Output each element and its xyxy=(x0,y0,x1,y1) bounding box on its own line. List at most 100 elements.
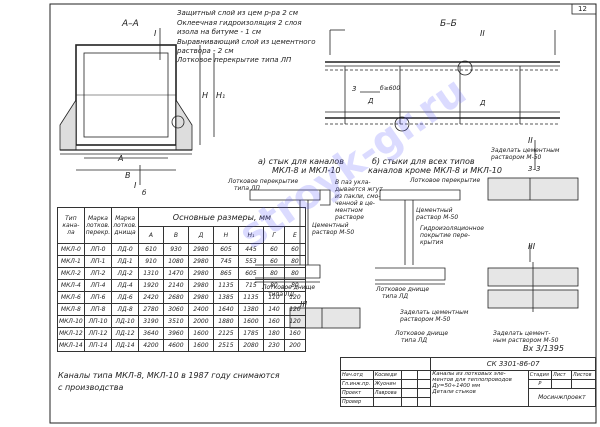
layer-label: Защитный слой из цем р-ра 2 см xyxy=(177,9,299,17)
table-cell: 1380 xyxy=(237,303,264,316)
callout-hydro: Гидроизоляционное xyxy=(420,225,484,232)
stage-value: Р xyxy=(527,379,552,389)
callout-insert: ченной в це- xyxy=(335,200,375,207)
table-cell: 1135 xyxy=(237,291,264,304)
table-cell: 745 xyxy=(212,255,239,268)
callout-insert: дывается жгут xyxy=(335,186,383,193)
dim-h1: Н₁ xyxy=(216,91,226,100)
callout-insert: ментном xyxy=(335,207,363,214)
table-cell: 2980 xyxy=(187,255,214,268)
table-cell: 120 xyxy=(283,315,306,328)
table-cell: 80 xyxy=(262,267,285,280)
table-header: В xyxy=(162,226,189,244)
table-cell: 3640 xyxy=(137,327,164,340)
table-cell: ЛД-1 xyxy=(111,255,139,268)
callout-cement-2: Цементный xyxy=(416,207,453,214)
sheet-header: Лист xyxy=(550,370,572,380)
role-label: Гл.инж.пр. xyxy=(340,379,374,389)
table-cell: 80 xyxy=(262,279,285,292)
table-cell: МКЛ-8 xyxy=(57,303,85,316)
table-cell: 605 xyxy=(237,267,264,280)
sheets-header: Листов xyxy=(570,370,597,380)
joint-a-subtitle: МКЛ-8 и МКЛ-10 xyxy=(272,166,341,175)
table-cell: 1640 xyxy=(212,303,239,316)
callout-hydro: покрытие пере- xyxy=(420,232,471,239)
callout-insert: В паз укла- xyxy=(335,179,371,186)
table-cell: ЛП-2 xyxy=(83,267,113,280)
section-bb-label: Б–Б xyxy=(440,19,457,29)
table-cell: ЛП-8 xyxy=(83,303,113,316)
table-cell: 2420 xyxy=(137,291,164,304)
table-cell: 2125 xyxy=(212,327,239,340)
table-cell: 1600 xyxy=(187,339,214,352)
layer-label: Лотковое перекрытие типа ЛП xyxy=(177,56,292,64)
table-cell: 4200 xyxy=(137,339,164,352)
section-iii-label: III xyxy=(528,242,536,251)
role-label: Провер xyxy=(340,397,374,407)
table-cell: 1880 xyxy=(212,315,239,328)
table-cell: ЛД-0 xyxy=(111,243,139,256)
table-header: Д xyxy=(187,226,214,244)
sheets-value xyxy=(570,379,597,389)
table-cell: 2400 xyxy=(187,303,214,316)
callout-seal: раствором М-50 xyxy=(491,154,542,161)
table-cell: 160 xyxy=(262,315,285,328)
dim-bb: б≥600 xyxy=(380,85,401,92)
layer-label: изола на битуме - 1 см xyxy=(177,28,262,36)
table-cell: 2980 xyxy=(187,279,214,292)
callout-tray-bottom: Лотковое днище xyxy=(376,286,430,293)
table-cell: ЛД-10 xyxy=(111,315,139,328)
table-cell: 1310 xyxy=(137,267,164,280)
table-cell: 160 xyxy=(283,327,306,340)
dim-a: А xyxy=(118,154,124,163)
dim-three: 3 xyxy=(352,85,357,93)
table-cell: 1470 xyxy=(162,267,189,280)
table-cell: 1080 xyxy=(162,255,189,268)
table-cell: 1385 xyxy=(212,291,239,304)
table-cell: ЛД-14 xyxy=(111,339,139,352)
table-cell: 2080 xyxy=(237,339,264,352)
table-cell: МКЛ-6 xyxy=(57,291,85,304)
table-header: Н xyxy=(212,226,239,244)
table-cell: ЛД-6 xyxy=(111,291,139,304)
stage-header: Стадия xyxy=(527,370,552,380)
table-cell: 3510 xyxy=(162,315,189,328)
table-cell: ЛП-10 xyxy=(83,315,113,328)
table-cell: 120 xyxy=(283,303,306,316)
callout-seal: Заделать цемент- xyxy=(493,330,551,337)
dimensions-table: Тип кана-ла Марка лотков. перекр. Марка … xyxy=(57,207,306,352)
dim-d2: Д xyxy=(480,99,486,107)
table-cell: 60 xyxy=(262,255,285,268)
joint-b-title: б) стыки для всех типов xyxy=(372,157,475,166)
title-block: СК 3301-86-07 Нач.отд Косведи Каналы из … xyxy=(339,357,597,423)
table-cell: МКЛ-0 xyxy=(57,243,85,256)
table-cell: 2140 xyxy=(162,279,189,292)
table-cell: 2980 xyxy=(187,267,214,280)
table-cell: 2980 xyxy=(187,291,214,304)
callout-cement-2: раствор М-50 xyxy=(416,214,459,221)
table-cell: 80 xyxy=(283,267,306,280)
table-header-row: А В Д Н Н₁ Г Е xyxy=(58,226,306,244)
dim-b: В xyxy=(125,171,131,180)
table-cell: 2515 xyxy=(212,339,239,352)
callout-hydro: крытия xyxy=(420,239,444,246)
signer-name xyxy=(372,397,402,407)
sheet-value xyxy=(550,379,572,389)
table-cell: 865 xyxy=(212,267,239,280)
table-cell: 110 xyxy=(262,291,285,304)
section-33-label: 3–3 xyxy=(528,165,541,173)
section-aa-label: А–А xyxy=(122,19,139,29)
table-cell: 2680 xyxy=(162,291,189,304)
table-cell: 930 xyxy=(162,243,189,256)
table-cell: МКЛ-10 xyxy=(57,315,85,328)
table-cell: 120 xyxy=(283,291,306,304)
